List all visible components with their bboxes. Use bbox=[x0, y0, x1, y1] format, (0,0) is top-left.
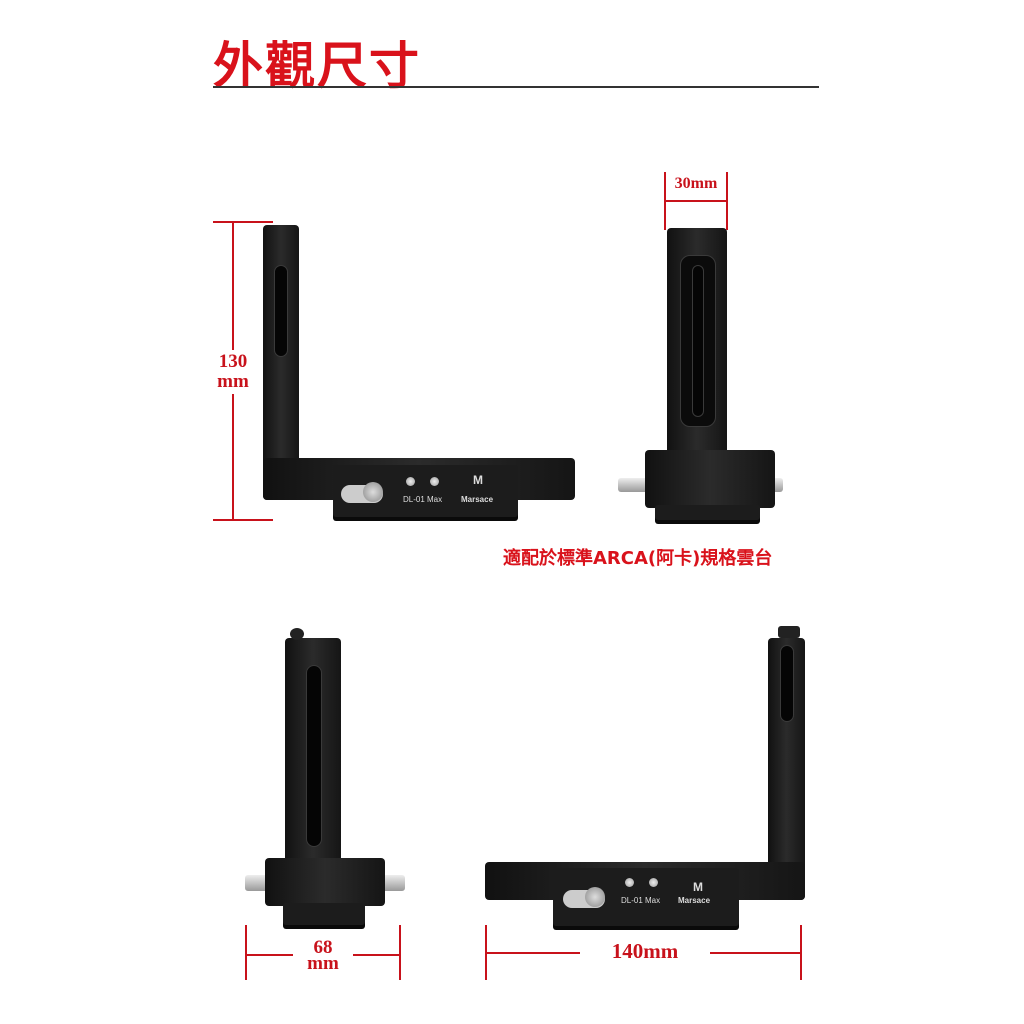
width-dim-line bbox=[665, 200, 727, 202]
brand-label-2: Marsace bbox=[678, 896, 711, 905]
height-dimension: 130 mm bbox=[210, 350, 256, 394]
depth-dimension: 68 mm bbox=[293, 938, 353, 974]
quick-release-plate: DL-01 Max M Marsace bbox=[333, 465, 518, 517]
brand-logo-2: M bbox=[693, 880, 703, 894]
width-dimension: 30mm bbox=[674, 175, 718, 192]
brand-logo: M bbox=[473, 473, 483, 487]
compatibility-caption: 適配於標準ARCA(阿卡)規格雲台 bbox=[503, 548, 773, 569]
height-value: 130 bbox=[218, 351, 248, 372]
length-dimension: 140mm bbox=[580, 941, 710, 962]
page-title: 外觀尺寸 bbox=[213, 37, 421, 95]
brand-label: Marsace bbox=[461, 495, 494, 504]
height-unit: mm bbox=[217, 371, 249, 392]
title-divider bbox=[213, 86, 819, 88]
depth-value: 68 bbox=[313, 937, 333, 958]
model-label-2: DL-01 Max bbox=[621, 896, 661, 905]
depth-unit: mm bbox=[307, 953, 339, 974]
model-label: DL-01 Max bbox=[403, 495, 443, 504]
